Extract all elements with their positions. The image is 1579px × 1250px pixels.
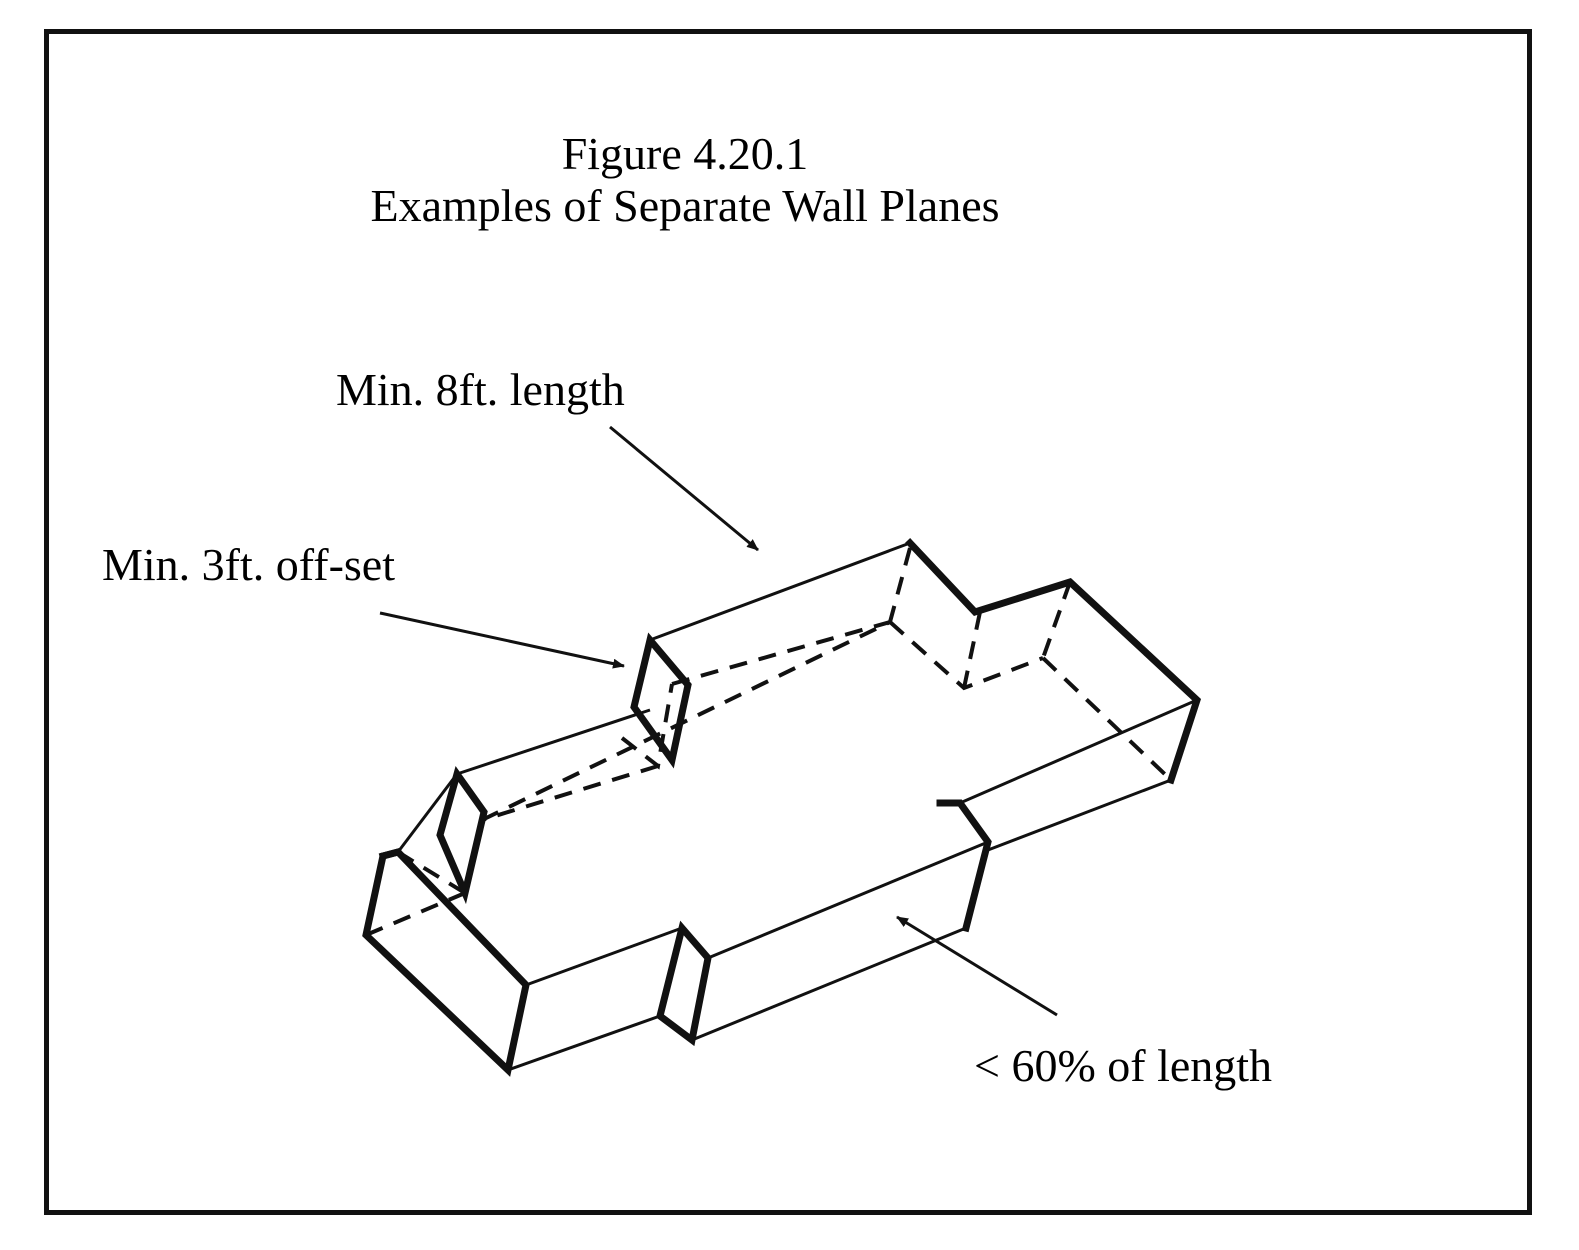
figure-frame	[44, 29, 1532, 1215]
edge-front-pilaster	[656, 920, 712, 1047]
label-min-offset: Min. 3ft. off-set	[102, 539, 396, 590]
hidden-edge-notch-vertical	[962, 611, 982, 689]
hidden-edge-right-vertical	[888, 547, 912, 623]
bold-edges	[362, 538, 1202, 1077]
edge-offset-step	[630, 632, 692, 769]
figure-title-block: Figure 4.20.1 Examples of Separate Wall …	[300, 128, 1070, 232]
arrow-min-length	[609, 425, 759, 552]
hidden-edge-back-bottom	[481, 764, 659, 822]
label-min-length: Min. 8ft. length	[336, 364, 625, 415]
label-max-recess: < 60% of length	[974, 1040, 1273, 1091]
edge-recess-step	[936, 799, 992, 933]
edge-top-back-left	[456, 708, 651, 776]
edge-front-top-mid	[707, 840, 989, 960]
arrow-max-recess	[896, 915, 1058, 1017]
edge-main-right-corner	[905, 538, 1202, 785]
edge-front-bottom-left	[507, 1014, 661, 1072]
thin-edges	[364, 541, 1198, 1072]
edge-left-wing-top	[378, 847, 403, 861]
arrow-min-offset	[379, 611, 625, 669]
hidden-edge-ridge	[481, 620, 891, 822]
edge-front-bottom-far	[987, 778, 1172, 852]
edge-top-right-front	[959, 698, 1198, 805]
edge-left-end-box	[362, 848, 530, 1077]
edge-top-back-mid	[649, 541, 911, 642]
edge-front-top-left	[525, 926, 683, 987]
edge-front-bottom-right	[691, 926, 967, 1042]
figure-number: Figure 4.20.1	[561, 128, 809, 179]
hidden-edges	[365, 547, 1173, 937]
figure-title: Examples of Separate Wall Planes	[370, 180, 1000, 231]
edge-left-step	[436, 765, 488, 905]
hidden-edge-far-vertical	[1041, 581, 1072, 659]
hidden-edge-ridge-mid	[671, 620, 891, 686]
hidden-edge-left-bottom	[365, 891, 466, 937]
edge-left-block-top	[396, 773, 459, 853]
callout-arrows	[379, 425, 1058, 1017]
